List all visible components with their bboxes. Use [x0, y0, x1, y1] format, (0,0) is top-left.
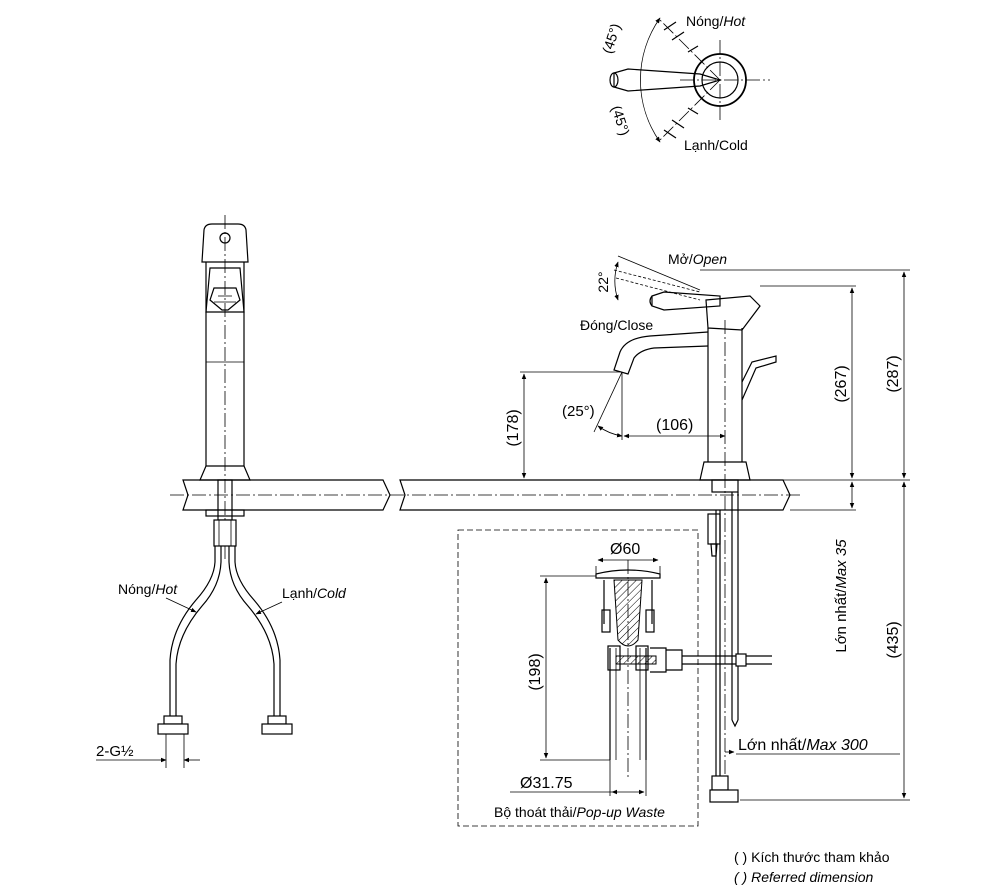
hot-angle-label: (45°) [599, 21, 624, 55]
below-deck-label: (435) [885, 621, 902, 658]
cold-angle-label: (45°) [608, 103, 633, 137]
deck-max-label: Lớn nhất/Max 35 [833, 539, 850, 653]
hose-max-label: Lớn nhất/Max 300 [738, 737, 868, 754]
legend-line-1: ( ) Kích thước tham khảo [734, 849, 890, 865]
side-handle-body [705, 295, 761, 331]
front-hot-label: Nóng/Hot [118, 581, 178, 597]
front-cold-label: Lạnh/Cold [282, 585, 347, 601]
top-hot-label: Nóng/Hot [686, 13, 746, 29]
waste-height-label: (198) [527, 653, 544, 690]
waste-cap [595, 569, 661, 579]
deck-section [170, 479, 910, 511]
handle-top-view: (45°) (45°) Nóng/Hot Lạnh/Cold [599, 13, 770, 153]
body-height-label: (267) [833, 365, 850, 402]
close-label: Đóng/Close [580, 317, 653, 333]
side-view: 22° Mở/Open Đóng/Close (25°) (106) (178)… [505, 251, 910, 803]
open-angle-label: 22° [595, 271, 611, 292]
side-handle-lever [651, 291, 721, 311]
front-handle-cap [201, 223, 249, 263]
legend-line-2: ( ) Referred dimension [734, 869, 873, 885]
open-label: Mở/Open [668, 251, 727, 267]
handle-lever-top [613, 68, 723, 92]
reach-dim-label: (106) [656, 417, 693, 434]
popup-waste: Ø60 (198) Ø31.75 Bộ thoát thải/Pop-up Wa… [457, 529, 772, 827]
thread-size-label: 2-G½ [96, 743, 134, 760]
waste-pipe-diameter-label: Ø31.75 [520, 775, 573, 792]
waste-top-diameter-label: Ø60 [610, 541, 640, 558]
waste-caption: Bộ thoát thải/Pop-up Waste [494, 804, 665, 820]
spout-angle-label: (25°) [562, 403, 595, 420]
legend: ( ) Kích thước tham khảo ( ) Referred di… [734, 849, 890, 885]
top-cold-label: Lạnh/Cold [684, 137, 748, 153]
spout-height-label: (178) [505, 409, 522, 446]
total-height-label: (287) [885, 355, 902, 392]
front-view: 2-G½ Nóng/Hot Lạnh/Cold [96, 215, 347, 768]
waste-dashed-box [457, 529, 699, 827]
